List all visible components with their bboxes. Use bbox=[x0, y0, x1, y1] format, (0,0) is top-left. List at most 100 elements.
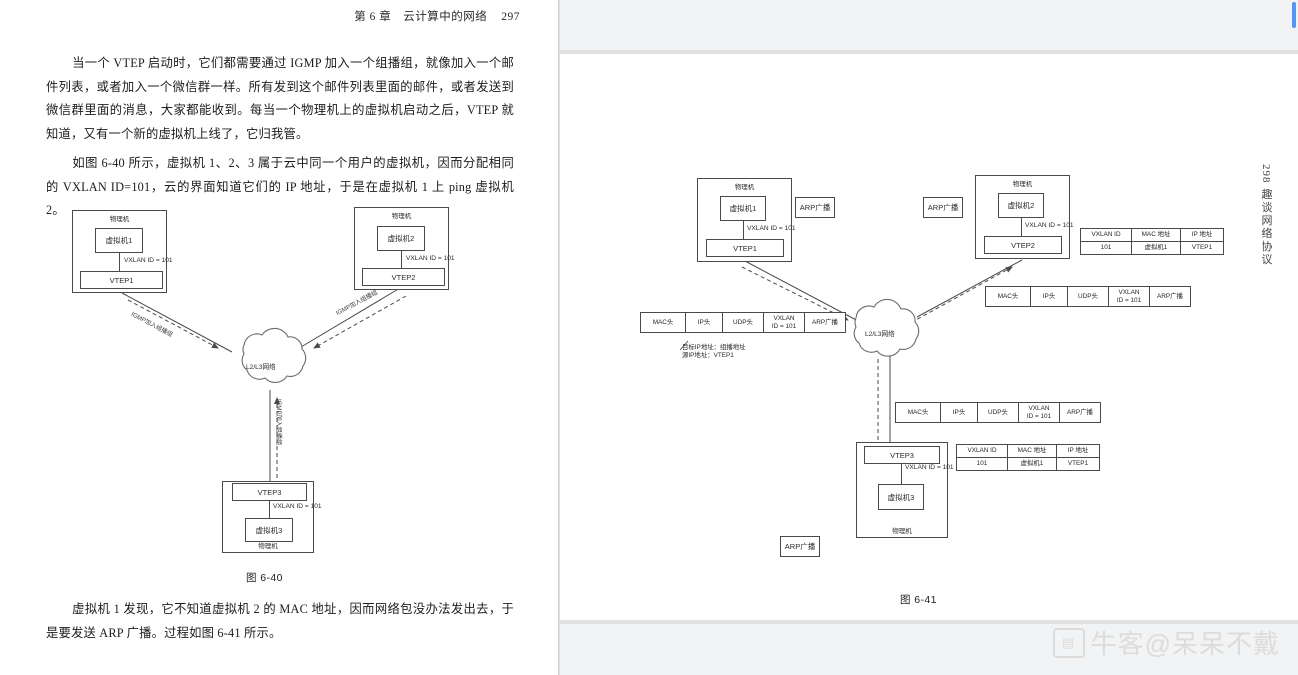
vtep-1-label: VTEP1 bbox=[109, 275, 134, 285]
left-page: 第 6 章 云计算中的网络 297 当一个 VTEP 启动时，它们都需要通过 IG… bbox=[0, 0, 558, 675]
cloud-label: L2/L3网络 bbox=[246, 364, 276, 371]
paragraph-2-text: 如图 6-40 所示，虚拟机 1、2、3 属于云中同一个用户的虚拟机，因而分配相… bbox=[46, 156, 514, 217]
arp-broadcast-chip-1: ARP广播 bbox=[795, 197, 835, 218]
vtep-1-label: VTEP1 bbox=[733, 243, 757, 253]
vtep-3-label: VTEP3 bbox=[257, 487, 282, 497]
th-ip-address: IP 地址 bbox=[1180, 228, 1224, 242]
chapter-title: 第 6 章 云计算中的网络 bbox=[354, 11, 488, 23]
figure-6-40-connectors bbox=[121, 287, 407, 483]
vtep-2-label: VTEP2 bbox=[391, 272, 416, 282]
arp-broadcast-chip-2: ARP广播 bbox=[923, 197, 963, 218]
figure-6-41-caption: 图 6-41 bbox=[900, 594, 937, 606]
packet-vxlan-line1: VXLAN bbox=[1118, 289, 1140, 296]
table-row: 101 虚拟机1 VTEP1 bbox=[1080, 241, 1224, 255]
vm-3-label: 虚拟机3 bbox=[255, 525, 283, 535]
vxlan-mapping-table-top: VXLAN ID MAC 地址 IP 地址 101 虚拟机1 VTEP1 bbox=[1080, 228, 1224, 255]
packet-vxlan-head: VXLAN ID = 101 bbox=[1018, 402, 1060, 423]
packet-ip-head: IP头 bbox=[685, 312, 723, 333]
th-vxlan-id: VXLAN ID bbox=[956, 444, 1008, 458]
paragraph-3-text: 虚拟机 1 发现，它不知道虚拟机 2 的 MAC 地址，因而网络包没办法发出去，… bbox=[46, 602, 514, 640]
packet-row: MAC头 IP头 UDP头 VXLAN ID = 101 ARP广播 bbox=[640, 312, 846, 333]
arp-broadcast-label: ARP广播 bbox=[927, 203, 959, 212]
vtep-2-box: VTEP2 bbox=[362, 268, 445, 286]
paragraph-1: 当一个 VTEP 启动时，它们都需要通过 IGMP 加入一个组播组，就像加入一个… bbox=[46, 52, 514, 146]
vtep-3-box: VTEP3 bbox=[864, 446, 940, 464]
vtep3-vm3-link bbox=[901, 464, 902, 486]
right-page-sheet: 298 趣谈网络协议 bbox=[560, 54, 1298, 620]
arp-broadcast-chip-3: ARP广播 bbox=[780, 536, 820, 557]
host-1-label: 物理机 bbox=[734, 184, 755, 191]
vtep3-vm3-link bbox=[269, 501, 270, 520]
packet-mac-head: MAC头 bbox=[895, 402, 941, 423]
td-mac-address: 虚拟机1 bbox=[1131, 241, 1181, 255]
vtep-3-box: VTEP3 bbox=[232, 483, 307, 501]
packet-diagram-bottom: MAC头 IP头 UDP头 VXLAN ID = 101 ARP广播 bbox=[895, 402, 1101, 423]
vm-2-label: 虚拟机2 bbox=[1007, 201, 1035, 210]
paragraph-1-text: 当一个 VTEP 启动时，它们都需要通过 IGMP 加入一个组播组，就像加入一个… bbox=[46, 56, 514, 141]
paragraph-2: 如图 6-40 所示，虚拟机 1、2、3 属于云中同一个用户的虚拟机，因而分配相… bbox=[46, 152, 514, 223]
packet-udp-head: UDP头 bbox=[977, 402, 1019, 423]
vtep-3-label: VTEP3 bbox=[890, 450, 914, 460]
sheet-bottom-edge bbox=[560, 620, 1298, 624]
figure-6-41: 物理机 虚拟机1 VTEP1 VXLAN ID = 101 ARP广播 ARP广… bbox=[560, 54, 1298, 620]
vm2-vtep2-link bbox=[1021, 218, 1022, 239]
notebook-icon: ▤ bbox=[1052, 627, 1085, 658]
igmp-label-bottom: IGMP加入组播组 bbox=[275, 399, 282, 446]
vtep-1-box: VTEP1 bbox=[80, 271, 163, 289]
figure-6-40: 物理机 虚拟机1 VTEP1 VXLAN ID = 101 物理机 虚拟机2 V… bbox=[0, 0, 558, 600]
watermark-text: 牛客@呆呆不戴 bbox=[1090, 629, 1280, 659]
vm-2-box: 虚拟机2 bbox=[998, 193, 1044, 218]
packet-mac-head: MAC头 bbox=[640, 312, 686, 333]
packet-udp-head: UDP头 bbox=[722, 312, 764, 333]
vm1-vtep1-link bbox=[743, 221, 744, 242]
paragraph-3: 虚拟机 1 发现，它不知道虚拟机 2 的 MAC 地址，因而网络包没办法发出去，… bbox=[46, 598, 514, 645]
packet-vxlan-head: VXLAN ID = 101 bbox=[1108, 286, 1150, 307]
host-3-label: 物理机 bbox=[892, 528, 912, 535]
arp-broadcast-label: ARP广播 bbox=[784, 542, 816, 551]
figure-6-41-connectors bbox=[679, 259, 1023, 451]
packet-vxlan-line2: ID = 101 bbox=[771, 322, 797, 330]
cloud-label: L2/L3网络 bbox=[865, 331, 895, 338]
packet-payload: ARP广播 bbox=[1149, 286, 1191, 307]
packet-vxlan-line2: ID = 101 bbox=[1026, 412, 1052, 420]
td-vxlan-id: 101 bbox=[1080, 241, 1132, 255]
ip-header-note: 目标IP地址：组播地址 源IP地址：VTEP1 bbox=[682, 344, 746, 361]
td-mac-address: 虚拟机1 bbox=[1007, 457, 1057, 471]
vm-1-label: 虚拟机1 bbox=[105, 236, 133, 245]
vtep-1-box: VTEP1 bbox=[706, 239, 784, 257]
cloud-shape bbox=[853, 298, 920, 357]
table-row: 101 虚拟机1 VTEP1 bbox=[956, 457, 1100, 471]
packet-row: MAC头 IP头 UDP头 VXLAN ID = 101 ARP广播 bbox=[895, 402, 1101, 423]
vxlan-id-label-3: VXLAN ID = 101 bbox=[273, 503, 322, 510]
vxlan-id-label-2: VXLAN ID = 101 bbox=[1025, 222, 1074, 229]
packet-mac-head: MAC头 bbox=[985, 286, 1031, 307]
page-number: 297 bbox=[501, 11, 520, 23]
arp-broadcast-label: ARP广播 bbox=[799, 203, 831, 212]
host-3-label: 物理机 bbox=[258, 543, 278, 550]
vm-2-box: 虚拟机2 bbox=[377, 226, 425, 251]
vm2-vtep2-link bbox=[401, 251, 402, 271]
page-header: 第 6 章 云计算中的网络 297 bbox=[0, 8, 520, 24]
td-vxlan-id: 101 bbox=[956, 457, 1008, 471]
host-2-label: 物理机 bbox=[391, 213, 412, 220]
packet-payload: ARP广播 bbox=[804, 312, 846, 333]
packet-payload: ARP广播 bbox=[1059, 402, 1101, 423]
table-header-row: VXLAN ID MAC 地址 IP 地址 bbox=[1080, 228, 1224, 242]
vm-2-label: 虚拟机2 bbox=[387, 234, 415, 243]
th-mac-address: MAC 地址 bbox=[1131, 228, 1181, 242]
ip-note-line-1: 目标IP地址：组播地址 bbox=[682, 344, 746, 351]
vm-1-label: 虚拟机1 bbox=[729, 204, 757, 213]
vtep-2-label: VTEP2 bbox=[1011, 240, 1035, 250]
vm-3-box: 虚拟机3 bbox=[878, 484, 924, 510]
th-vxlan-id: VXLAN ID bbox=[1080, 228, 1132, 242]
right-page: 298 趣谈网络协议 bbox=[560, 0, 1298, 675]
vtep-2-box: VTEP2 bbox=[984, 236, 1062, 254]
packet-vxlan-line2: ID = 101 bbox=[1116, 296, 1142, 304]
vm-3-label: 虚拟机3 bbox=[887, 492, 915, 502]
td-ip-address: VTEP1 bbox=[1180, 241, 1224, 255]
packet-ip-head: IP头 bbox=[940, 402, 978, 423]
td-ip-address: VTEP1 bbox=[1056, 457, 1100, 471]
side-book-title: 趣谈网络协议 bbox=[1260, 188, 1272, 267]
scrollbar-thumb[interactable] bbox=[1292, 2, 1296, 28]
